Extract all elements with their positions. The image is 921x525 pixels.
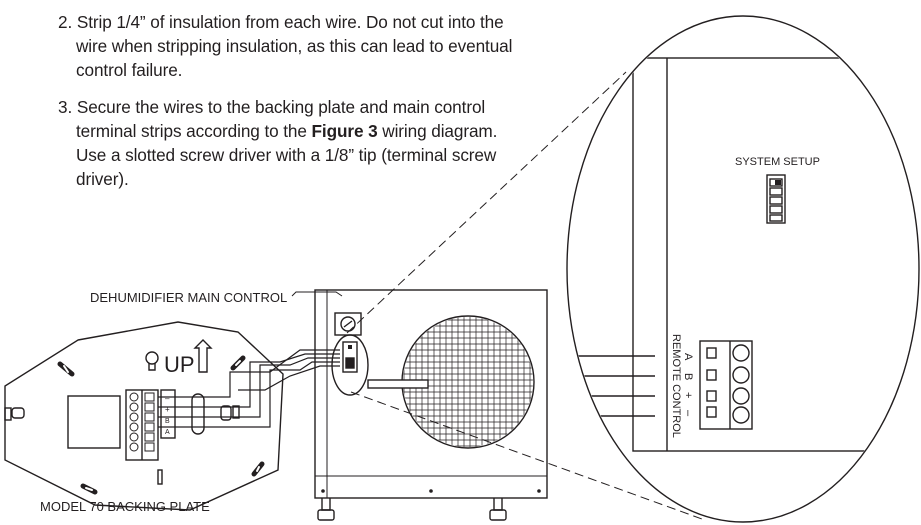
remote-control-label: REMOTE CONTROL: [670, 334, 682, 438]
step-number: 2.: [58, 12, 73, 32]
figure-reference: Figure 3: [311, 121, 378, 141]
plate-terminal-b: B: [165, 418, 170, 425]
backing-plate-label: MODEL 70 BACKING PLATE: [40, 499, 210, 514]
zoomed-control-view: [566, 15, 920, 523]
plate-terminal-minus: –: [165, 394, 170, 403]
step-text-after: wiring diagram. Use a slotted screw driv…: [76, 121, 498, 189]
remote-terminal-minus: –: [682, 410, 694, 417]
plate-terminal-plus: +: [165, 405, 170, 414]
instruction-steps: 2. Strip 1/4” of insulation from each wi…: [58, 10, 528, 204]
remote-terminal-b: B: [682, 373, 694, 380]
dehumidifier-unit: [314, 289, 548, 521]
zoom-callout-lines: [346, 71, 703, 520]
wire-bundle: [229, 349, 340, 428]
up-label: UP: [164, 352, 195, 377]
main-control-label: DEHUMIDIFIER MAIN CONTROL: [90, 290, 287, 305]
remote-terminal-plus: +: [682, 392, 694, 398]
main-control-leader: [291, 291, 343, 297]
step-text: Strip 1/4” of insulation from each wire.…: [76, 12, 513, 80]
backing-plate: [4, 321, 284, 511]
instruction-step: 2. Strip 1/4” of insulation from each wi…: [58, 10, 528, 82]
system-setup-label: SYSTEM SETUP: [735, 156, 820, 168]
plate-terminal-a: A: [165, 429, 170, 436]
step-number: 3.: [58, 97, 73, 117]
remote-terminal-a: A: [682, 353, 694, 361]
step-text: Secure the wires to the backing plate an…: [76, 97, 486, 141]
instruction-step: 3. Secure the wires to the backing plate…: [58, 95, 528, 191]
